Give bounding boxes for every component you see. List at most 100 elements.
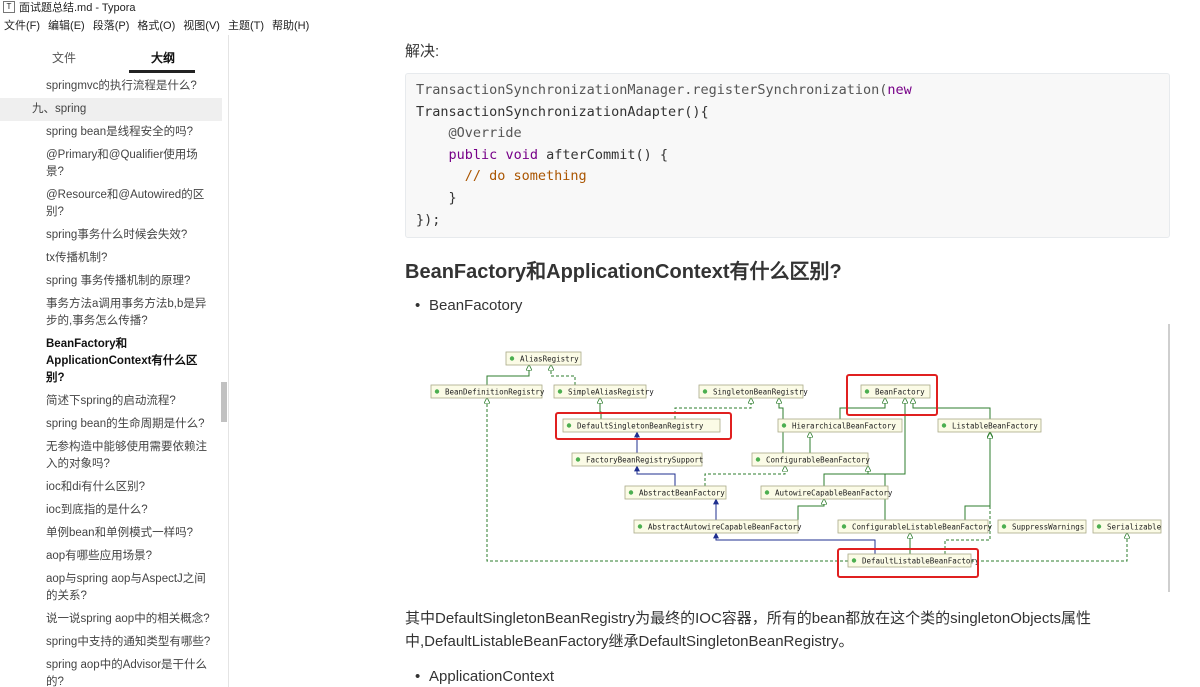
outline-item[interactable]: spring bean的生命周期是什么? [46, 418, 205, 430]
diagram-node-suppress-warnings: SuppressWarnings [997, 519, 1087, 534]
outline-item[interactable]: 简述下spring的启动流程? [46, 395, 176, 407]
outline-list: springmvc的执行流程是什么? 九、spring spring bean是线程… [0, 75, 222, 687]
title-bar: T 面试题总结.md - Typora [0, 0, 1200, 17]
outline-item[interactable]: aop与spring aop与AspectJ之间的关系? [46, 573, 206, 602]
outline-item[interactable]: ioc和di有什么区别? [46, 481, 146, 493]
outline-item[interactable]: spring中支持的通知类型有哪些? [46, 636, 211, 648]
diagram-node-simple-alias-registry: SimpleAliasRegistry [553, 384, 654, 399]
sidebar: 文件 大纲 springmvc的执行流程是什么? 九、spring spring b… [0, 35, 229, 687]
menu-theme[interactable]: 主题(T) [227, 20, 264, 32]
outline-item[interactable]: aop有哪些应用场景? [46, 550, 153, 562]
diagram-node-listable-bean-factory: ListableBeanFactory [937, 418, 1042, 433]
svg-text:HierarchicalBeanFactory: HierarchicalBeanFactory [792, 422, 896, 431]
tab-outline[interactable]: 大纲 [151, 51, 176, 65]
svg-text:AutowireCapableBeanFactory: AutowireCapableBeanFactory [775, 489, 893, 498]
list-item-applicationcontext: ApplicationContext [415, 668, 554, 685]
svg-text:SuppressWarnings: SuppressWarnings [1012, 523, 1084, 532]
outline-item[interactable]: 无参构造中能够使用需要依赖注入的对象吗? [46, 441, 207, 470]
diagram-node-singleton-bean-registry: SingletonBeanRegistry [698, 384, 808, 399]
diagram-node-bean-factory: BeanFactory [860, 384, 931, 399]
diagram-node-bean-definition-registry: BeanDefinitionRegistry [430, 384, 545, 399]
code-line-5: // do something [416, 168, 587, 185]
code-line-7: }); [416, 211, 441, 228]
outline-item[interactable]: spring bean是线程安全的吗? [46, 126, 193, 138]
menu-edit[interactable]: 编辑(E) [48, 20, 85, 32]
outline-item[interactable]: 说一说spring aop中的相关概念? [46, 613, 210, 625]
svg-text:DefaultListableBeanFactory: DefaultListableBeanFactory [862, 557, 980, 566]
menu-file[interactable]: 文件(F) [4, 20, 41, 32]
svg-text:Serializable: Serializable [1107, 523, 1162, 532]
svg-text:ListableBeanFactory: ListableBeanFactory [952, 422, 1038, 431]
diagram-edge [944, 433, 990, 554]
code-line-1: TransactionSynchronizationManager.regist… [416, 82, 912, 98]
diagram-edge [971, 533, 1127, 562]
svg-text:ConfigurableListableBeanFactor: ConfigurableListableBeanFactory [852, 523, 992, 532]
outline-item[interactable]: 事务方法a调用事务方法b,b是异步的,事务怎么传播? [46, 298, 207, 327]
diagram-edge [551, 365, 576, 385]
window-title: 面试题总结.md - Typora [19, 2, 136, 14]
menu-bar: 文件(F) 编辑(E) 段落(P) 格式(O) 视图(V) 主题(T) 帮助(H… [0, 18, 313, 34]
outline-item[interactable]: spring aop中的Advisor是干什么的? [46, 659, 208, 687]
svg-text:DefaultSingletonBeanRegistry: DefaultSingletonBeanRegistry [577, 422, 704, 431]
diagram-edge [674, 398, 751, 419]
outline-item[interactable]: BeanFactory和ApplicationContext有什么区别? [46, 338, 198, 384]
diagram-node-hierarchical-bean-factory: HierarchicalBeanFactory [777, 418, 903, 433]
diagram-edge [839, 398, 885, 419]
outline-item[interactable]: spring事务什么时候会失效? [46, 229, 188, 241]
diagram-node-default-singleton-bean-registry: DefaultSingletonBeanRegistry [562, 418, 721, 433]
diagram-edge [713, 532, 876, 554]
outline-item[interactable]: @Resource和@Autowired的区别? [46, 189, 205, 218]
outline-item[interactable]: springmvc的执行流程是什么? [46, 80, 197, 92]
diagram-edge [634, 465, 676, 486]
menu-help[interactable]: 帮助(H) [272, 20, 310, 32]
image-edge [1168, 324, 1170, 592]
tab-files[interactable]: 文件 [52, 51, 77, 65]
outline-item[interactable]: 单例bean和单例模式一样吗? [46, 527, 193, 539]
svg-text:FactoryBeanRegistrySupport: FactoryBeanRegistrySupport [586, 456, 703, 465]
svg-text:SingletonBeanRegistry: SingletonBeanRegistry [713, 388, 808, 397]
diagram-node-default-listable-bean-factory: DefaultListableBeanFactory [847, 553, 980, 568]
sidebar-scrollbar[interactable] [221, 382, 227, 422]
outline-item[interactable]: ioc到底指的是什么? [46, 504, 148, 516]
diagram-node-alias-registry: AliasRegistry [505, 351, 582, 366]
svg-text:AbstractBeanFactory: AbstractBeanFactory [639, 489, 725, 498]
highlight-box [555, 412, 732, 440]
typora-app-icon: T [3, 1, 15, 14]
diagram-edge [823, 398, 905, 486]
highlight-box [846, 374, 938, 416]
code-line-4: public void afterCommit() { [448, 146, 668, 163]
diagram-node-abstract-bean-factory: AbstractBeanFactory [624, 485, 727, 500]
diagram-node-serializable: Serializable [1092, 519, 1162, 534]
diagram-node-configurable-listable-bean-factory: ConfigurableListableBeanFactory [837, 519, 992, 534]
diagram-edge [487, 398, 848, 562]
code-line-6: } [416, 189, 457, 206]
outline-item[interactable]: spring 事务传播机制的原理? [46, 275, 191, 287]
menu-view[interactable]: 视图(V) [183, 20, 220, 32]
solution-label: 解决: [405, 43, 440, 60]
menu-format[interactable]: 格式(O) [137, 20, 176, 32]
outline-item[interactable]: @Primary和@Qualifier使用场景? [46, 149, 198, 178]
svg-text:BeanFactory: BeanFactory [875, 388, 925, 397]
code-block[interactable]: TransactionSynchronizationManager.regist… [405, 73, 1170, 238]
sidebar-tabs: 文件 大纲 [0, 35, 228, 75]
list-item-beanfactory: BeanFacotory [415, 297, 522, 314]
diagram-edge [964, 432, 990, 520]
section-heading: BeanFactory和ApplicationContext有什么区别? [405, 261, 842, 283]
outline-item[interactable]: tx传播机制? [46, 252, 108, 264]
diagram-node-autowire-capable-bean-factory: AutowireCapableBeanFactory [760, 485, 893, 500]
diagram-edge [486, 365, 529, 385]
outline-item[interactable]: 九、spring [0, 98, 222, 121]
diagram-edge [600, 398, 601, 419]
diagram-edge [913, 398, 991, 419]
diagram-node-factory-bean-registry-support: FactoryBeanRegistrySupport [571, 452, 703, 467]
diagram-edge [797, 499, 824, 520]
svg-text:BeanDefinitionRegistry: BeanDefinitionRegistry [445, 388, 545, 397]
svg-text:AbstractAutowireCapableBeanFac: AbstractAutowireCapableBeanFactory [648, 523, 802, 532]
paragraph-ioc-container: 其中DefaultSingletonBeanRegistry为最终的IOC容器，… [405, 610, 1092, 650]
active-tab-indicator [129, 70, 195, 73]
menu-paragraph[interactable]: 段落(P) [92, 20, 130, 32]
highlight-box [837, 548, 979, 578]
svg-text:ConfigurableBeanFactory: ConfigurableBeanFactory [766, 456, 870, 465]
